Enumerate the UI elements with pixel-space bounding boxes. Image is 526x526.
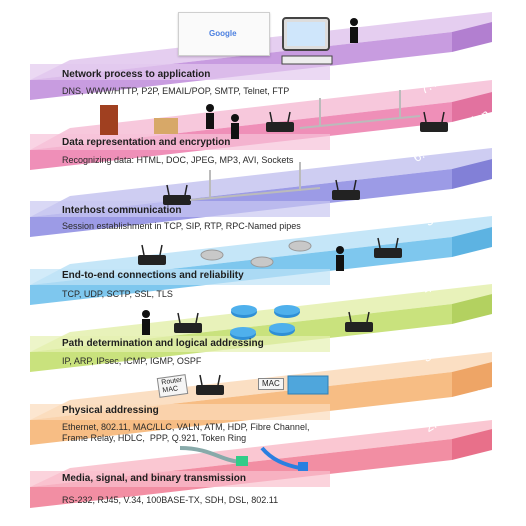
rj45-plug-icon bbox=[236, 456, 248, 466]
google-logo-text: Google bbox=[209, 29, 237, 38]
router-icon-network-b-antenna-right bbox=[366, 311, 370, 323]
layer2-heading: Physical addressing bbox=[62, 405, 159, 416]
router-icon-transport-b bbox=[374, 248, 402, 258]
gray-cable-icon bbox=[179, 446, 241, 464]
router-icon-presentation-a bbox=[266, 122, 294, 132]
router-icon-session-a-antenna-right bbox=[184, 184, 188, 196]
switch-icon-transport-a bbox=[200, 249, 224, 261]
layer5-heading-strip bbox=[30, 201, 330, 217]
router-icon-network-a-antenna-left bbox=[177, 312, 181, 324]
layer3-protocols: IP, ARP, IPsec, ICMP, IGMP, OSPF bbox=[62, 356, 202, 366]
runner-person-icon-a-body bbox=[206, 113, 214, 129]
router-icon-transport-b-antenna-left bbox=[377, 237, 381, 249]
layer6-heading: Data representation and encryption bbox=[62, 137, 231, 148]
layer4-heading-strip bbox=[30, 269, 330, 285]
runner-person-icon-b-body bbox=[231, 123, 239, 139]
router-mac-tag: Router MAC bbox=[156, 374, 189, 398]
layer2-side-face bbox=[452, 362, 492, 397]
layer2-heading-strip bbox=[30, 404, 330, 420]
router-icon-presentation-b-antenna-right bbox=[441, 111, 445, 123]
bridge-icon-session-deck bbox=[189, 187, 321, 201]
router-icon-network-b-antenna-left bbox=[348, 311, 352, 323]
keyboard-icon bbox=[281, 55, 333, 65]
computer-screen-icon bbox=[287, 22, 325, 46]
layer1-heading: Media, signal, and binary transmission bbox=[62, 473, 246, 484]
layer4-protocols: TCP, UDP, SCTP, SSL, TLS bbox=[62, 289, 173, 299]
user-person-icon-head bbox=[350, 18, 358, 26]
layer5-protocols: Session establishment in TCP, SIP, RTP, … bbox=[62, 221, 301, 231]
mac-tag: MAC bbox=[258, 378, 284, 390]
layer3-side-face bbox=[452, 294, 492, 324]
router-icon-datalink-antenna-right bbox=[217, 374, 221, 386]
blue-cable-icon bbox=[260, 446, 301, 470]
layer1-heading-strip bbox=[30, 471, 330, 487]
router-icon-datalink-antenna-left bbox=[199, 374, 203, 386]
router-icon-network-a-antenna-right bbox=[195, 312, 199, 324]
network-router-icon-c-top bbox=[269, 323, 295, 333]
network-router-icon-d-top bbox=[230, 327, 256, 337]
router-icon-session-b-antenna-right bbox=[353, 179, 357, 191]
user-person-icon-body bbox=[350, 27, 358, 43]
layer4-side-face bbox=[452, 227, 492, 257]
vending-machine-icon bbox=[100, 105, 118, 135]
network-router-icon-a-top bbox=[231, 305, 257, 315]
flag-person-icon-body bbox=[142, 319, 150, 335]
router-icon-network-a bbox=[174, 323, 202, 333]
layer7-heading: Network process to application bbox=[62, 69, 211, 80]
runner-person-icon-a-head bbox=[206, 104, 214, 112]
layer1-top-face bbox=[30, 420, 492, 487]
router-icon-session-a bbox=[163, 195, 191, 205]
router-icon-network-b bbox=[345, 322, 373, 332]
runner-person-icon-c-head bbox=[336, 246, 344, 254]
layer4-heading: End-to-end connections and reliability bbox=[62, 270, 244, 281]
layer6-side-face bbox=[452, 92, 492, 122]
runner-person-icon-c-body bbox=[336, 255, 344, 271]
layer3-heading: Path determination and logical addressin… bbox=[62, 338, 264, 349]
router-icon-presentation-b bbox=[420, 122, 448, 132]
layer4-top-face bbox=[30, 216, 492, 285]
router-icon-session-b-antenna-left bbox=[335, 179, 339, 191]
layer3-heading-strip bbox=[30, 336, 330, 352]
router-icon-session-a-antenna-left bbox=[166, 184, 170, 196]
router-icon-transport-b-antenna-right bbox=[395, 237, 399, 249]
layer7-heading-strip bbox=[30, 64, 330, 80]
layer6-protocols: Recognizing data: HTML, DOC, JPEG, MP3, … bbox=[62, 155, 294, 165]
router-icon-session-b bbox=[332, 190, 360, 200]
network-router-icon-b-top bbox=[274, 305, 300, 315]
layer5-heading: Interhost communication bbox=[62, 205, 182, 216]
runner-person-icon-b-head bbox=[231, 114, 239, 122]
network-switch-icon bbox=[287, 375, 329, 395]
router-icon-datalink bbox=[196, 385, 224, 395]
router-icon-transport-a-antenna-right bbox=[159, 244, 163, 256]
layer1-protocols: RS-232, RJ45, V.34, 100BASE-TX, SDH, DSL… bbox=[62, 495, 279, 505]
layer6-top-face bbox=[30, 80, 492, 150]
layer5-side-face bbox=[452, 159, 492, 189]
router-icon-presentation-a-antenna-right bbox=[287, 111, 291, 123]
blue-plug-icon bbox=[298, 462, 308, 471]
router-icon-presentation-a-antenna-left bbox=[269, 111, 273, 123]
router-icon-transport-a bbox=[138, 255, 166, 265]
switch-icon-transport-c bbox=[288, 240, 312, 252]
layer6-heading-strip bbox=[30, 134, 330, 150]
layer7-side-face bbox=[452, 22, 492, 52]
layer7-protocols: DNS, WWW/HTTP, P2P, EMAIL/POP, SMTP, Tel… bbox=[62, 86, 290, 96]
router-icon-transport-a-antenna-left bbox=[141, 244, 145, 256]
flag-person-icon-head bbox=[142, 310, 150, 318]
layer2-protocols: Ethernet, 802.11, MAC/LLC, VALN, ATM, HD… bbox=[62, 422, 310, 443]
layer1-side-face bbox=[452, 429, 492, 460]
switch-icon-transport-b bbox=[250, 256, 274, 268]
layer5-top-face bbox=[30, 148, 492, 217]
router-icon-presentation-b-antenna-left bbox=[423, 111, 427, 123]
package-box-icon bbox=[154, 118, 178, 134]
browser-window-icon: Google bbox=[178, 12, 270, 56]
